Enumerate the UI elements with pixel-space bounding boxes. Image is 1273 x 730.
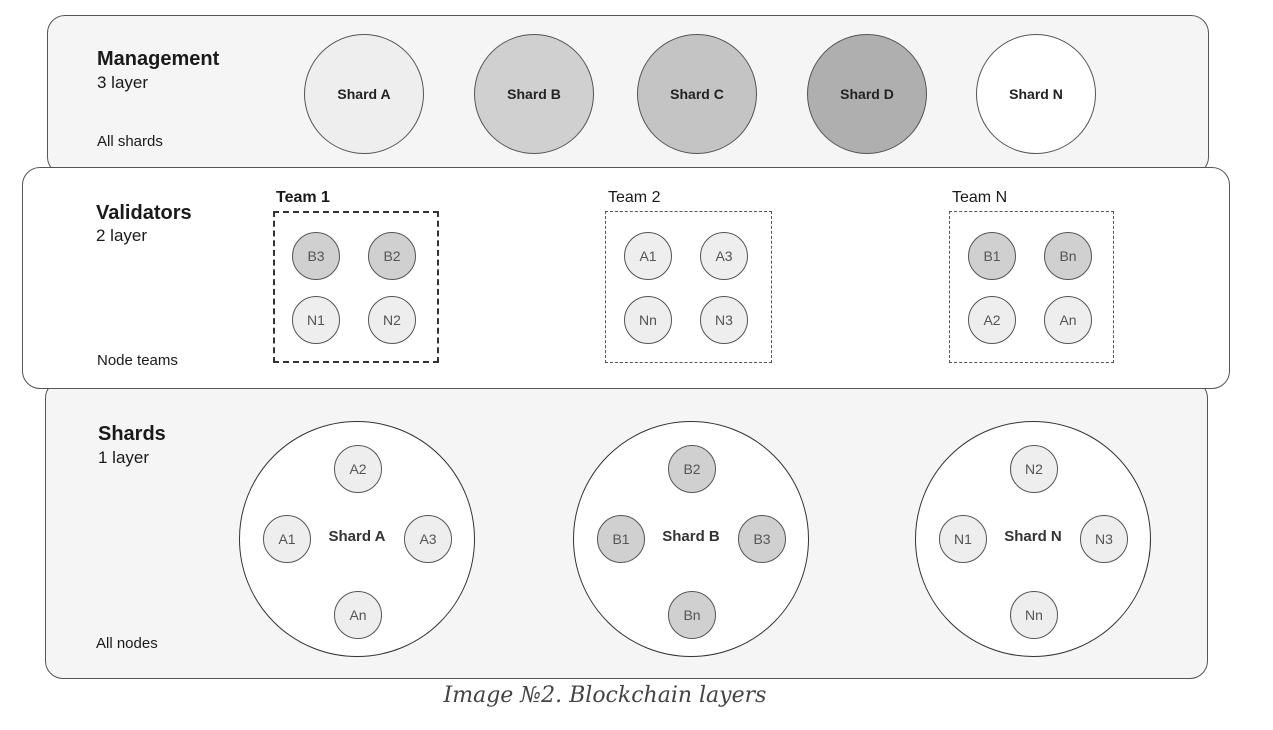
validator-node: Nn bbox=[624, 296, 672, 344]
team-box-2 bbox=[605, 211, 772, 363]
shard-node: Nn bbox=[1010, 591, 1058, 639]
shards-note: All nodes bbox=[96, 635, 158, 652]
validators-layer-label: 2 layer bbox=[96, 226, 148, 245]
team-label: Team 1 bbox=[276, 189, 330, 206]
shard-node: B1 bbox=[597, 515, 645, 563]
management-note: All shards bbox=[97, 133, 163, 150]
validators-note: Node teams bbox=[97, 352, 178, 369]
validator-node: B2 bbox=[368, 232, 416, 280]
shard-node: A2 bbox=[334, 445, 382, 493]
validator-node: N2 bbox=[368, 296, 416, 344]
team-label: Team 2 bbox=[608, 189, 661, 206]
shard-node: An bbox=[334, 591, 382, 639]
management-shard-b: Shard B bbox=[474, 34, 594, 154]
management-shard-d: Shard D bbox=[807, 34, 927, 154]
validator-node: A1 bbox=[624, 232, 672, 280]
validators-layer-panel: Validators 2 layer Node teams Team 1 B3 B2… bbox=[22, 167, 1230, 389]
shard-node: N1 bbox=[939, 515, 987, 563]
management-title: Management bbox=[97, 48, 220, 70]
validator-node: A3 bbox=[700, 232, 748, 280]
shard-node: A1 bbox=[263, 515, 311, 563]
figure-caption: Image №2. Blockchain layers bbox=[443, 683, 767, 708]
shard-label: Shard B bbox=[507, 86, 561, 102]
team-label: Team N bbox=[952, 189, 1008, 206]
validator-node: B3 bbox=[292, 232, 340, 280]
shard-label: Shard A bbox=[337, 86, 391, 102]
shard-group-label: Shard B bbox=[662, 528, 720, 545]
team-box-3 bbox=[949, 211, 1114, 363]
management-shard-a: Shard A bbox=[304, 34, 424, 154]
shard-group-label: Shard A bbox=[328, 528, 386, 545]
validator-node: Bn bbox=[1044, 232, 1092, 280]
validator-node: B1 bbox=[968, 232, 1016, 280]
shard-label: Shard D bbox=[840, 86, 894, 102]
management-layer-label: 3 layer bbox=[97, 73, 149, 92]
shard-node: N2 bbox=[1010, 445, 1058, 493]
shard-node: B3 bbox=[738, 515, 786, 563]
team-box-1 bbox=[273, 211, 439, 363]
shard-label: Shard C bbox=[670, 86, 724, 102]
management-shard-c: Shard C bbox=[637, 34, 757, 154]
validator-node: N3 bbox=[700, 296, 748, 344]
validator-node: An bbox=[1044, 296, 1092, 344]
validator-node: A2 bbox=[968, 296, 1016, 344]
shard-node: N3 bbox=[1080, 515, 1128, 563]
management-shard-n: Shard N bbox=[976, 34, 1096, 154]
validators-title: Validators bbox=[96, 202, 192, 224]
management-layer-panel: Management 3 layer All shards Shard A Sha… bbox=[47, 15, 1209, 175]
shard-label: Shard N bbox=[1009, 86, 1063, 102]
validator-node: N1 bbox=[292, 296, 340, 344]
shard-node: A3 bbox=[404, 515, 452, 563]
shards-title: Shards bbox=[98, 423, 166, 445]
shard-node: B2 bbox=[668, 445, 716, 493]
shard-node: Bn bbox=[668, 591, 716, 639]
shards-layer-label: 1 layer bbox=[98, 448, 150, 467]
shard-group-label: Shard N bbox=[1004, 528, 1062, 545]
